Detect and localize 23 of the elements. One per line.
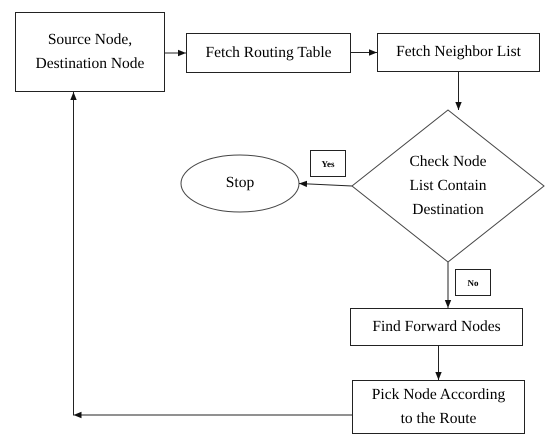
node-label: Find Forward Nodes bbox=[372, 316, 501, 337]
arrow bbox=[298, 180, 352, 188]
process-box bbox=[350, 308, 523, 346]
edge-label: No bbox=[455, 269, 491, 296]
arrow bbox=[164, 50, 186, 56]
arrow bbox=[435, 346, 442, 380]
process-box bbox=[377, 33, 540, 72]
arrow bbox=[444, 262, 452, 308]
node-label: Fetch Neighbor List bbox=[396, 42, 521, 62]
node-label: Pick Node According to the Route bbox=[370, 384, 506, 429]
arrow bbox=[70, 92, 352, 418]
node-label: Check Node List Contain Destination bbox=[408, 152, 488, 220]
process-box bbox=[186, 33, 351, 73]
decision-diamond bbox=[351, 109, 545, 263]
edge-label: Yes bbox=[310, 150, 346, 177]
terminal-ellipse bbox=[180, 154, 300, 212]
arrow bbox=[455, 72, 462, 110]
process-box bbox=[352, 380, 525, 434]
node-label: Source Node, Destination Node bbox=[34, 30, 146, 74]
node-label: Fetch Routing Table bbox=[205, 42, 332, 63]
node-label: Stop bbox=[226, 173, 254, 194]
process-box bbox=[15, 12, 165, 92]
arrow bbox=[350, 49, 378, 56]
